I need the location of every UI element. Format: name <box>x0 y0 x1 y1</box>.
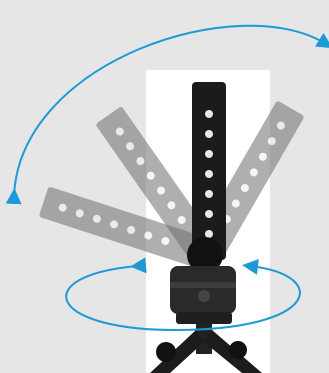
led-light-bar <box>187 82 226 273</box>
swivel-mount <box>170 266 236 324</box>
